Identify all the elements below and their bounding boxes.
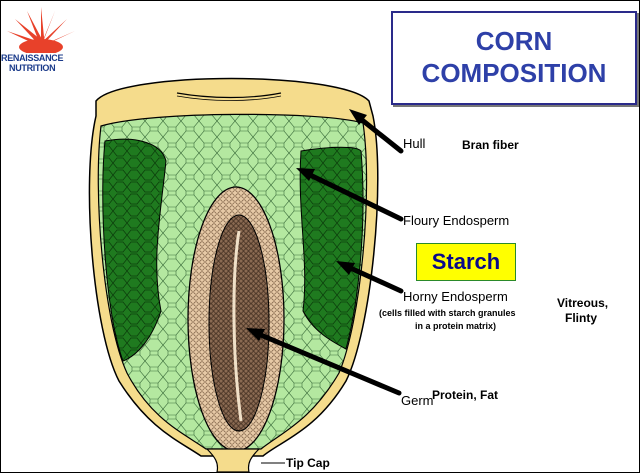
label-horny-note-line2: in a protein matrix) <box>415 321 496 331</box>
label-starch: Starch <box>432 249 500 274</box>
tip-cap-shape <box>207 449 259 472</box>
label-hull: Hull <box>403 136 425 151</box>
label-protein-fat: Protein, Fat <box>432 388 498 402</box>
label-horny-note-line1: (cells filled with starch granules <box>379 308 516 318</box>
label-tip-cap: Tip Cap <box>286 456 330 470</box>
starch-highlight: Starch <box>416 243 516 281</box>
label-germ: Germ <box>401 393 434 408</box>
label-bran-fiber: Bran fiber <box>462 138 519 152</box>
label-vitreous: Vitreous, <box>557 296 608 310</box>
label-flinty: Flinty <box>565 311 597 325</box>
label-floury-endosperm: Floury Endosperm <box>403 213 509 228</box>
label-horny-endosperm: Horny Endosperm <box>403 289 508 304</box>
